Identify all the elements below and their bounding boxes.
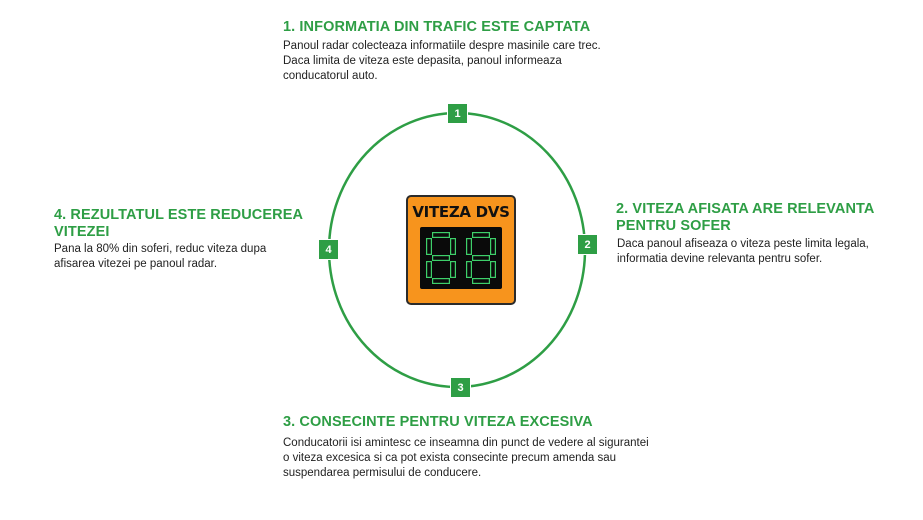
segment-b	[489, 238, 496, 256]
step-3-text: Conducatorii isi amintesc ce inseamna di…	[283, 437, 649, 479]
segment-a	[432, 231, 450, 239]
segment-a	[471, 231, 490, 239]
segment-b	[450, 238, 457, 256]
seven-segment-display	[425, 231, 496, 284]
step-3-title: 3. CONSECINTE PENTRU VITEZA EXCESIVA	[283, 414, 593, 430]
segment-d	[471, 277, 490, 284]
step-2-text: Daca panoul afiseaza o viteza peste limi…	[617, 238, 869, 265]
segment-e	[465, 260, 472, 278]
segment-e	[425, 260, 433, 278]
step-1-badge: 1	[447, 103, 468, 124]
segment-d	[432, 277, 450, 284]
step-2-title: 2. VITEZA AFISATA ARE RELEVANTA PENTRU S…	[616, 201, 875, 234]
step-3-badge: 3	[450, 377, 471, 398]
step-4-title: 4. REZULTATUL ESTE REDUCEREA VITEZEI	[54, 207, 304, 240]
radar-screen	[420, 227, 502, 289]
segment-c	[489, 260, 496, 278]
step-1-text: Panoul radar colecteaza informatiile des…	[283, 40, 601, 82]
segment-f	[425, 238, 433, 256]
radar-label: VITEZA DVS	[412, 203, 510, 221]
step-1-title: 1. INFORMATIA DIN TRAFIC ESTE CAPTATA	[283, 19, 591, 35]
segment-f	[465, 238, 472, 256]
segment-g	[432, 255, 450, 262]
step-2-badge: 2	[577, 234, 598, 255]
step-4-text: Pana la 80% din soferi, reduc viteza dup…	[54, 243, 267, 270]
segment-c	[450, 260, 457, 278]
step-4-badge: 4	[318, 239, 339, 260]
segment-g	[471, 255, 490, 262]
radar-speed-panel: VITEZA DVS	[406, 195, 516, 305]
